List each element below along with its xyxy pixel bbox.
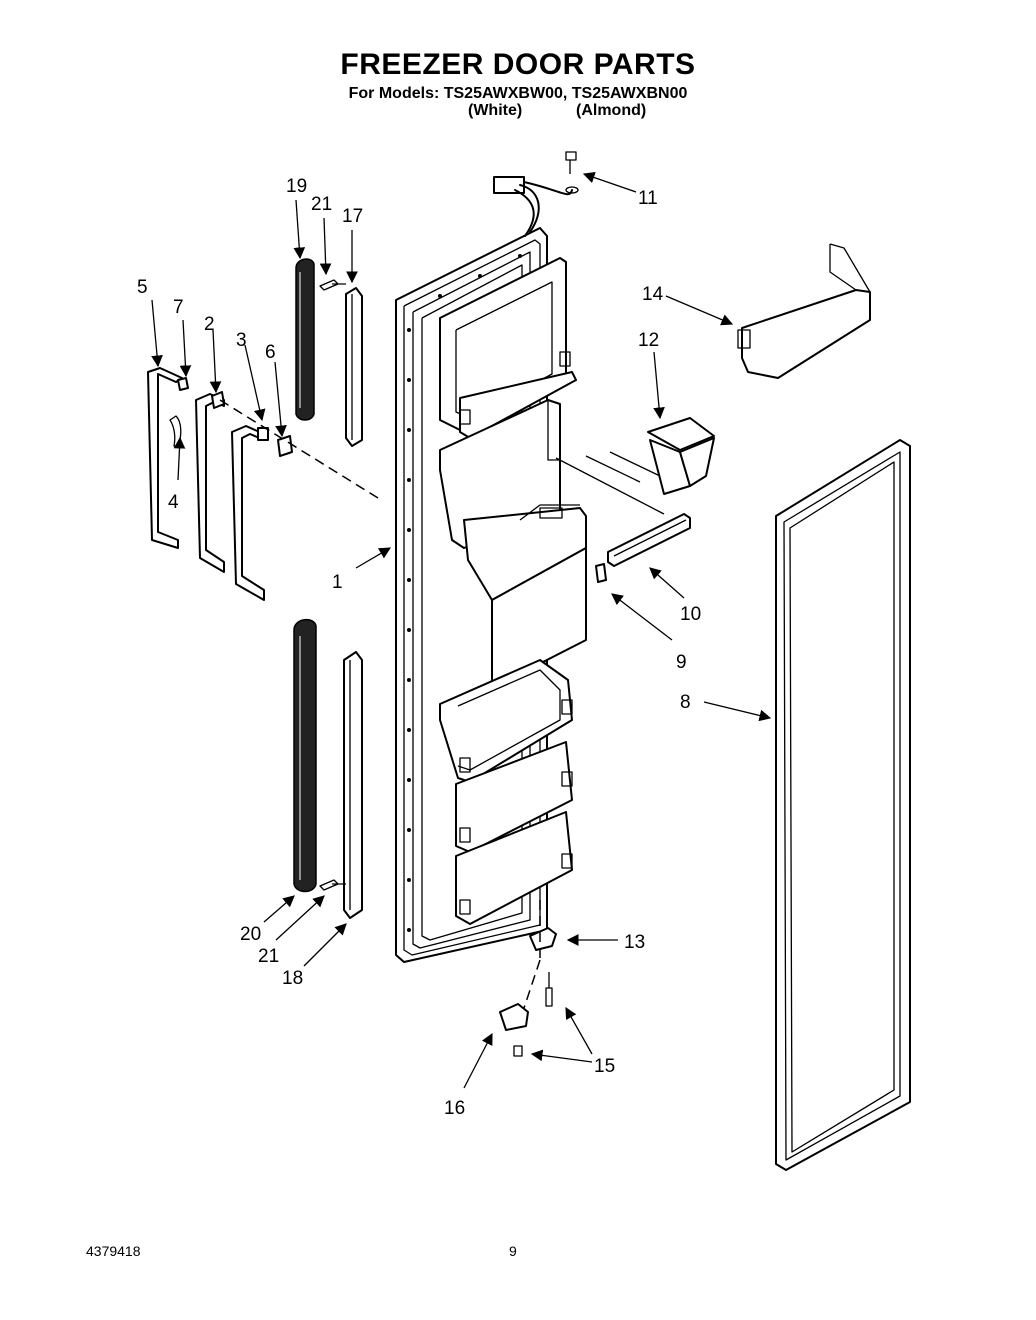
callout-21-bottom: 21: [258, 946, 279, 967]
door-gasket: [775, 439, 911, 1171]
callout-3: 3: [236, 330, 247, 351]
dispenser-shelf-bar: [737, 243, 871, 379]
callout-19: 19: [286, 176, 307, 197]
ice-chute: [609, 417, 715, 495]
callout-12: 12: [638, 330, 659, 351]
wire-harness: [493, 151, 579, 237]
callout-6: 6: [265, 342, 276, 363]
callout-17: 17: [342, 206, 363, 227]
page-number: 9: [509, 1243, 517, 1259]
callout-labels: 1 2 3 4 5 6 7 8 9 10 11 12 13 14 15 16 1…: [137, 176, 701, 1119]
page-title: FREEZER DOOR PARTS: [340, 48, 696, 81]
callout-1: 1: [332, 572, 343, 593]
model-numbers: For Models: TS25AWXBW00, TS25AWXBN00: [348, 85, 688, 102]
callout-leaders: [151, 171, 772, 1089]
callout-14: 14: [642, 284, 664, 305]
callout-2: 2: [204, 314, 215, 335]
callout-13: 13: [624, 932, 645, 953]
callout-4: 4: [168, 492, 179, 513]
callout-20: 20: [240, 924, 261, 945]
callout-15: 15: [594, 1056, 615, 1077]
callout-9: 9: [676, 652, 687, 673]
hinge-parts: [499, 900, 557, 1057]
callout-7: 7: [173, 297, 184, 318]
handle-assembly: [147, 367, 379, 601]
door-gasket-screws: [407, 254, 522, 932]
callout-16: 16: [444, 1098, 465, 1119]
lower-door-bins: [439, 659, 573, 925]
bottom-handle-trim: [293, 618, 363, 919]
finish-white: (White): [468, 102, 523, 119]
callout-10: 10: [680, 604, 701, 625]
top-handle-trim: [295, 258, 363, 447]
callout-8: 8: [680, 692, 691, 713]
retainer-strip: [555, 455, 691, 583]
upper-door-shelf: [439, 257, 577, 439]
document-number: 4379418: [86, 1243, 141, 1259]
finish-almond: (Almond): [576, 102, 647, 119]
callout-11: 11: [638, 188, 658, 209]
callout-21-top: 21: [311, 194, 332, 215]
callout-18: 18: [282, 968, 303, 989]
callout-5: 5: [137, 277, 148, 298]
dispenser-housing: [439, 399, 587, 689]
